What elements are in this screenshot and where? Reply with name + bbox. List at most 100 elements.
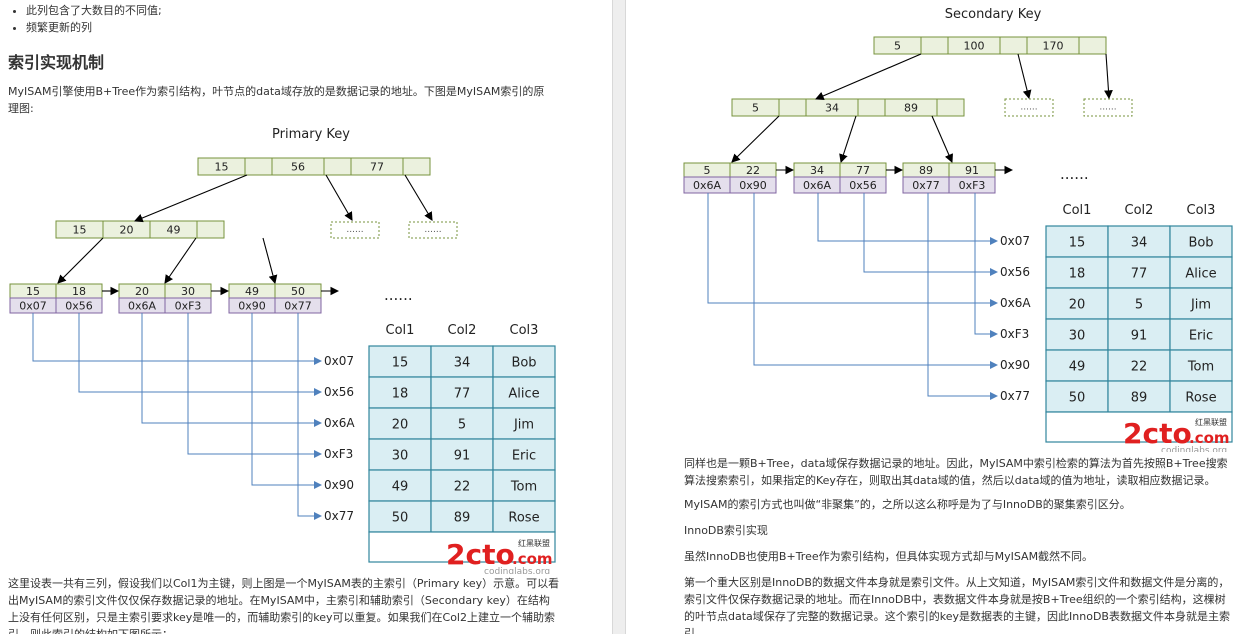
watermark-logo: 2cto (1123, 417, 1192, 450)
pointer-link (32, 313, 322, 365)
table-cell-value: Tom (1187, 360, 1214, 375)
pointer-link (297, 313, 322, 520)
table-cell-value: 15 (1069, 236, 1086, 251)
table-cell-value: 77 (454, 387, 471, 402)
mid-node-cell (936, 98, 965, 117)
mid-node-value: 89 (904, 102, 918, 115)
table-cell-value: Jim (513, 418, 534, 433)
table-cell-value: 91 (454, 449, 471, 464)
paragraph-innodb-difference: 第一个重大区别是InnoDB的数据文件本身就是索引文件。从上文知道，MyISAM… (684, 576, 1230, 634)
table-cell-value: Bob (511, 356, 536, 371)
table-cell-value: Alice (508, 387, 539, 402)
leaf-addr-value: 0x90 (238, 300, 266, 313)
paragraph-nonclustered: MyISAM的索引方式也叫做“非聚集”的，之所以这么称呼是为了与InnoDB的聚… (684, 498, 1131, 511)
table-cell-value: Rose (1185, 391, 1216, 406)
pointer-label: 0x6A (1000, 296, 1031, 310)
table-cell-value: 89 (1131, 391, 1148, 406)
tree-arrow (57, 237, 104, 284)
pointer-label: 0x56 (1000, 265, 1030, 279)
mid-node-value: 5 (752, 102, 759, 115)
pointer-label: 0x90 (324, 478, 354, 492)
table-cell-value: 34 (1131, 236, 1148, 251)
paragraph-innodb-intro: 虽然InnoDB也使用B+Tree作为索引结构，但具体实现方式却与MyISAM截… (684, 550, 1094, 563)
table-cell (1169, 225, 1233, 258)
bullet-list: 此列包含了大数目的不同值; 频繁更新的列 (8, 2, 162, 36)
table-cell-value: 50 (392, 511, 409, 526)
table-cell-value: 18 (392, 387, 409, 402)
mid-node-value: 20 (120, 224, 134, 237)
leaf-addr-cell (729, 176, 777, 194)
table-cell-value: Tom (510, 480, 537, 495)
root-node-value: 5 (894, 40, 901, 53)
ellipsis-text: ...... (1060, 165, 1089, 183)
placeholder-node-text: ...... (346, 225, 363, 235)
leaf-addr-value: 0x6A (693, 179, 722, 192)
diagram-title: Primary Key (272, 127, 350, 142)
table-cell (1169, 256, 1233, 289)
leaf-addr-value: 0x6A (803, 179, 832, 192)
table-header: Col1 (1063, 203, 1092, 218)
table-cell-value: 18 (1069, 267, 1086, 282)
table-cell (368, 500, 432, 533)
pointer-label: 0x07 (1000, 234, 1030, 248)
page-gutter (612, 0, 626, 634)
leaf-addr-value: 0xF3 (175, 300, 202, 313)
tree-arrow (839, 115, 857, 164)
root-node-cell (999, 36, 1028, 55)
watermark-tag: 红黑联盟 (518, 538, 550, 548)
leaf-addr-value: 0x77 (912, 179, 940, 192)
tree-arrow (404, 174, 433, 221)
tree-arrow (731, 115, 780, 163)
tree-arrow (1104, 53, 1113, 100)
table-cell-value: 5 (1135, 298, 1143, 313)
table-cell-value: Eric (512, 449, 536, 464)
table-cell-value: 77 (1131, 267, 1148, 282)
root-node-value: 56 (291, 161, 305, 174)
leaf-addr-value: 0xF3 (959, 179, 986, 192)
section-heading: 索引实现机制 (8, 53, 105, 72)
watermark-tag: 红黑联盟 (1195, 417, 1227, 427)
leaf-key-value: 20 (135, 285, 149, 298)
table-cell-value: 22 (1131, 360, 1148, 375)
table-cell-value: 91 (1131, 329, 1148, 344)
innodb-subheading: InnoDB索引实现 (684, 524, 768, 537)
mid-node-cell (857, 98, 886, 117)
table-cell-value: 49 (1069, 360, 1086, 375)
table-header: Col3 (510, 323, 539, 338)
table-cell (492, 407, 556, 440)
table-cell (1169, 349, 1233, 382)
placeholder-node (408, 221, 458, 239)
placeholder-node-text: ...... (424, 225, 441, 235)
pointer-label: 0x56 (324, 385, 354, 399)
leaf-addr-value: 0x6A (128, 300, 157, 313)
leaf-addr-value: 0x77 (284, 300, 312, 313)
table-cell (492, 376, 556, 409)
root-node-cell (402, 157, 431, 176)
tree-arrow (262, 237, 278, 285)
table-cell (1045, 256, 1109, 289)
ellipsis-text: ...... (384, 286, 413, 304)
table-cell-value: 22 (454, 480, 471, 495)
leaf-key-value: 77 (856, 164, 870, 177)
watermark-logo: 2cto (446, 538, 515, 571)
watermark-url: codinglabs.org (484, 567, 550, 574)
table-cell-value: Rose (508, 511, 539, 526)
intro-paragraph: MyISAM引擎使用B+Tree作为索引结构，叶节点的data域存放的是数据记录… (8, 85, 545, 115)
table-cell-value: Jim (1190, 298, 1211, 313)
watermark-url: codinglabs.org (1161, 446, 1227, 452)
table-header: Col1 (386, 323, 415, 338)
root-node-value: 170 (1043, 40, 1064, 53)
leaf-addr-cell (948, 176, 996, 194)
mid-node-value: 34 (825, 102, 839, 115)
table-cell-value: 50 (1069, 391, 1086, 406)
tree-arrow (164, 237, 197, 284)
placeholder-node-text: ...... (1020, 103, 1037, 113)
pointer-label: 0x07 (324, 354, 354, 368)
bullet-item: 此列包含了大数目的不同值; (26, 2, 162, 19)
pointer-link (863, 193, 998, 276)
pointer-link (927, 193, 998, 400)
table-cell (368, 469, 432, 502)
bullet-item: 频繁更新的列 (26, 19, 162, 36)
root-node-cell (244, 157, 273, 176)
table-cell-value: 34 (454, 356, 471, 371)
